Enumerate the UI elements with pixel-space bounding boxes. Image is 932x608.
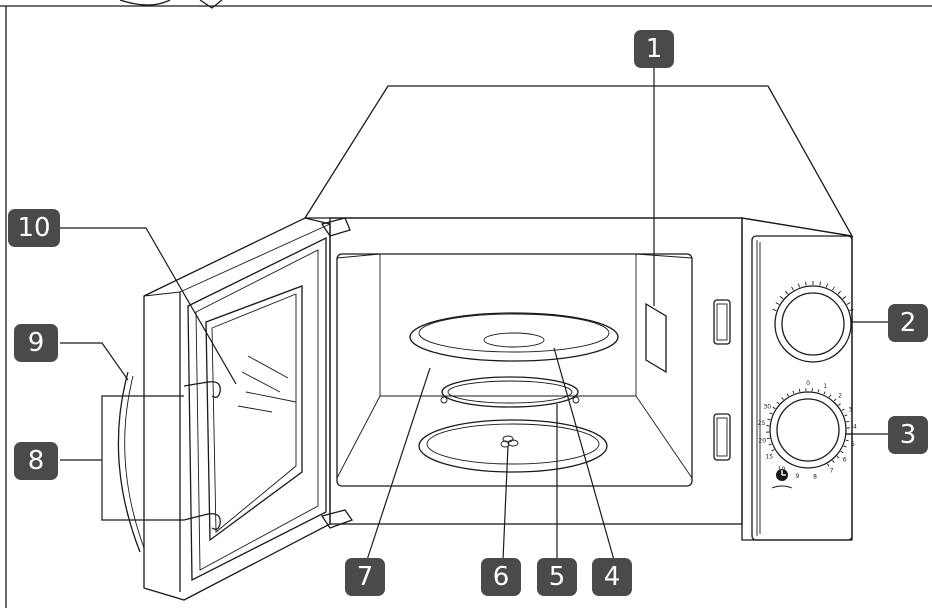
timer-tick-label: 0 [806,380,810,387]
callout-6-label: 6 [493,562,510,592]
timer-knob: 01234567891015202530 [758,380,857,489]
timer-tick-label: 5 [851,441,855,448]
callout-2: 2 [888,304,928,342]
open-door [117,217,331,601]
microwave-body [303,85,854,541]
callout-5-label: 5 [549,562,566,592]
door-seal [117,371,141,553]
callout-4-label: 4 [604,562,621,592]
timer-tick-label: 8 [813,474,817,481]
callout-8-label: 8 [28,446,45,476]
turntable-coupler [500,435,519,448]
callout-3: 3 [888,416,928,454]
callout-1-label: 1 [646,34,663,64]
timer-tick-label: 2 [838,393,842,400]
callout-9-label: 9 [28,328,45,358]
glass-turntable [409,312,619,362]
timer-tick-label: 1 [823,383,827,390]
callout-1: 1 [634,30,674,68]
callout-10: 10 [8,209,60,247]
roller-ring [440,376,580,408]
callout-7-label: 7 [357,562,374,592]
callout-4: 4 [592,558,632,596]
door-hinges [320,217,354,529]
timer-tick-label: 7 [830,468,834,475]
clock-icon [771,469,793,489]
callout-6: 6 [481,558,521,596]
timer-tick-label: 4 [853,424,857,431]
power-selector-knob [772,281,854,363]
timer-tick-label: 20 [758,438,766,445]
callout-2-label: 2 [900,308,917,338]
leader-lines [60,60,888,561]
callout-9: 9 [14,324,58,362]
door-window [205,285,303,542]
door-hooks [183,381,221,530]
timer-tick-label: 15 [765,454,773,461]
callout-7: 7 [345,558,385,596]
callout-10-label: 10 [17,213,50,243]
oven-cavity [336,253,693,487]
waveguide-cover [645,302,667,374]
timer-tick-label: 6 [843,456,847,463]
timer-tick-label: 9 [796,473,800,480]
timer-tick-label: 30 [763,404,771,411]
callout-8: 8 [14,442,58,480]
callout-3-label: 3 [900,420,917,450]
timer-tick-label: 3 [848,407,852,414]
callout-5: 5 [537,558,577,596]
timer-tick-label: 25 [758,420,766,427]
